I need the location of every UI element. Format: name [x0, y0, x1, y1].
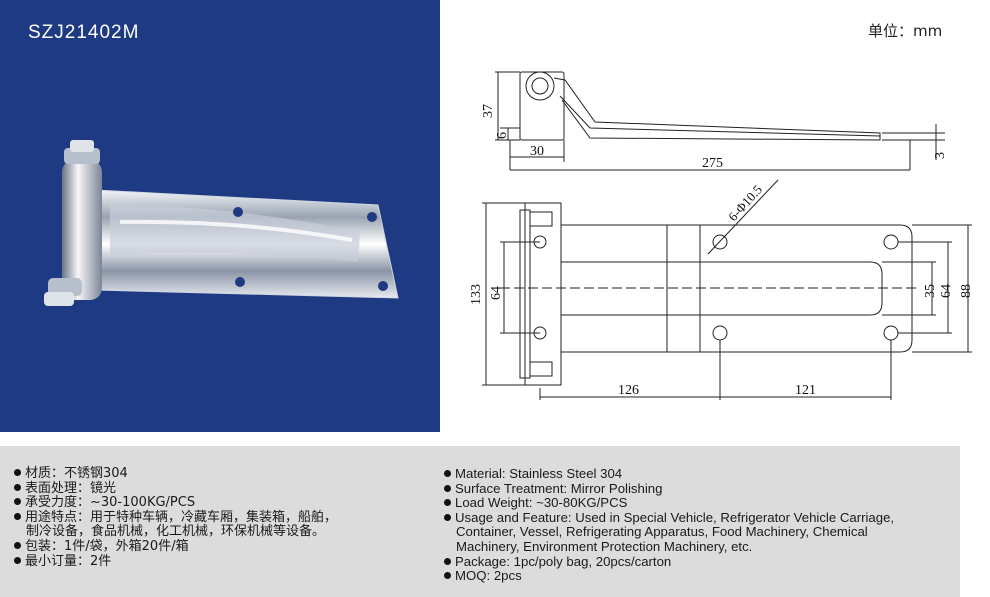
dim-side-height: 37	[481, 104, 496, 118]
technical-drawing: 37 6 30 275 3 6-Φ10.5 133 64 35 64 88 12…	[469, 71, 974, 400]
dim-hole-spacing: 64	[939, 284, 954, 298]
top-view	[482, 179, 972, 400]
bullet-icon	[444, 499, 451, 507]
dim-pin-hole-spacing: 64	[489, 286, 504, 300]
bullet-icon	[14, 556, 21, 564]
en-spec-line: MOQ: 2pcs	[444, 568, 954, 584]
cn-spec-line: 材质：不锈钢304	[14, 466, 434, 482]
bullet-icon	[444, 470, 451, 477]
en-spec-line: Package: 1pc/poly bag, 20pcs/carton	[444, 553, 954, 570]
cn-spec-line: 制冷设备，食品机械，化工机械，环保机械等设备。	[14, 525, 434, 540]
cn-spec-line: 表面处理：镜光	[14, 480, 434, 497]
en-spec-text: Package: 1pc/poly bag, 20pcs/carton	[455, 553, 672, 569]
en-spec-line: Usage and Feature: Used in Special Vehic…	[444, 509, 954, 526]
cn-spec-text: 承受力度：~30-100KG/PCS	[25, 495, 196, 511]
en-spec-text: Material: Stainless Steel 304	[455, 466, 623, 481]
cn-spec-line: 承受力度：~30-100KG/PCS	[14, 495, 434, 511]
cn-spec-text: 用途特点：用于特种车辆，冷藏车厢，集装箱，船舶，	[25, 509, 338, 525]
cn-spec-line: 包装：1件/袋，外箱20件/箱	[14, 538, 434, 555]
en-spec-text: Load Weight: ~30-80KG/PCS	[455, 495, 628, 511]
dim-hole-pitch: 121	[795, 383, 816, 398]
en-spec-line: Load Weight: ~30-80KG/PCS	[444, 495, 954, 511]
side-view	[495, 71, 945, 171]
dim-hole-offset: 126	[618, 383, 639, 398]
bullet-icon	[444, 557, 451, 565]
hinge-photo	[44, 140, 399, 306]
en-spec-text: Usage and Feature: Used in Special Vehic…	[455, 509, 895, 525]
en-spec-text: MOQ: 2pcs	[455, 568, 522, 584]
en-spec-line: Machinery, Environment Protection Machin…	[444, 538, 954, 555]
dim-plate-width: 88	[959, 284, 974, 298]
cn-spec-line: 最小订量：2件	[14, 553, 434, 570]
bullet-icon	[14, 498, 21, 506]
en-spec-text: Surface Treatment: Mirror Polishing	[455, 480, 663, 496]
dim-hole-spec: 6-Φ10.5	[725, 182, 765, 224]
en-spec-line: Material: Stainless Steel 304	[444, 466, 954, 482]
en-spec-line: Container, Vessel, Refrigerating Apparat…	[444, 525, 954, 540]
cn-spec-text: 包装：1件/袋，外箱20件/箱	[25, 538, 189, 554]
dim-side-thickness: 3	[933, 152, 948, 159]
en-spec-text: Machinery, Environment Protection Machin…	[456, 538, 753, 554]
cn-spec-text: 表面处理：镜光	[25, 480, 117, 496]
dim-slot-width: 35	[923, 284, 938, 298]
cn-spec-text: 最小订量：2件	[25, 553, 112, 569]
dim-side-base: 6	[495, 132, 510, 139]
bullet-icon	[444, 484, 451, 492]
en-spec-line: Surface Treatment: Mirror Polishing	[444, 480, 954, 497]
bullet-icon	[14, 483, 21, 491]
bullet-icon	[444, 572, 451, 580]
dim-side-length: 275	[702, 156, 723, 171]
product-photo-panel: SZJ21402M	[0, 0, 440, 432]
cn-spec-text: 材质：不锈钢304	[25, 466, 128, 481]
dim-overall-length: 133	[469, 284, 484, 305]
cn-spec-text: 制冷设备，食品机械，化工机械，环保机械等设备。	[26, 524, 326, 540]
dim-side-width: 30	[530, 144, 544, 159]
bullet-icon	[14, 512, 21, 520]
bullet-icon	[14, 469, 21, 476]
unit-label: 单位：mm	[868, 22, 943, 40]
bullet-icon	[14, 541, 21, 549]
bullet-icon	[444, 513, 451, 521]
cn-spec-line: 用途特点：用于特种车辆，冷藏车厢，集装箱，船舶，	[14, 509, 434, 526]
en-spec-text: Container, Vessel, Refrigerating Apparat…	[456, 524, 868, 540]
model-title: SZJ21402M	[28, 22, 140, 43]
